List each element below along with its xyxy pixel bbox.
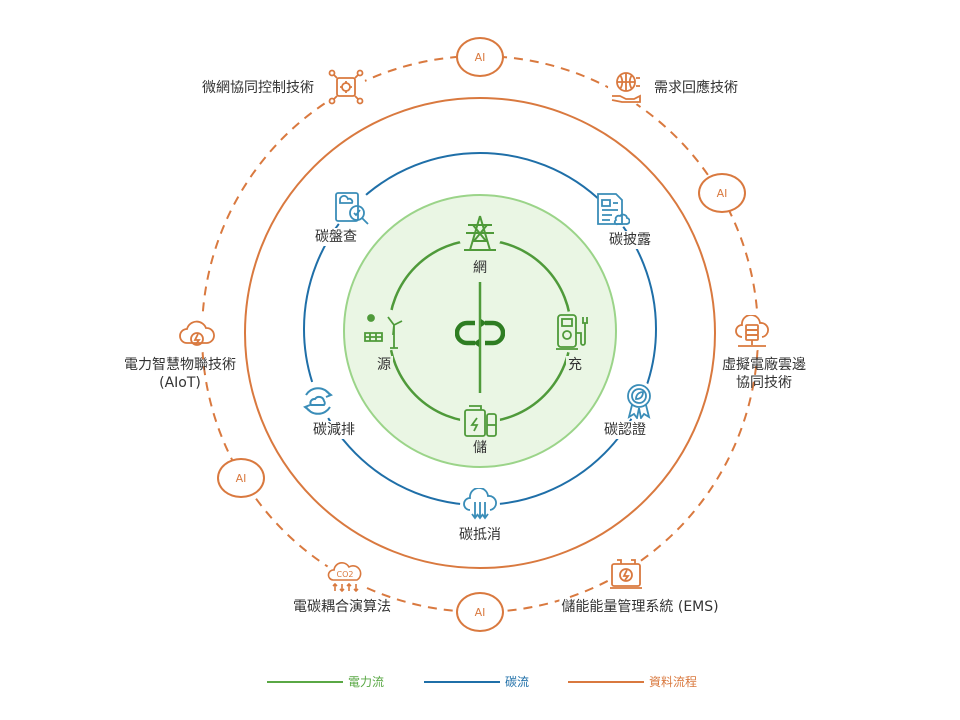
carbon-certification-icon <box>622 381 656 421</box>
ai-badge: AI <box>217 458 265 498</box>
aiot-label: 電力智慧物聯技術(AIoT) <box>124 357 236 391</box>
legend-carbon-line <box>424 680 500 683</box>
microgrid-control-icon <box>326 67 366 107</box>
carbon-disclosure-label: 碳披露 <box>607 231 653 249</box>
carbon-offset-label: 碳抵消 <box>457 526 503 544</box>
solar-wind-icon <box>362 309 408 351</box>
carbon-offset-icon <box>460 486 500 524</box>
carbon-certification-label: 碳認證 <box>602 421 648 439</box>
demand-response-icon <box>608 68 644 108</box>
microgrid-control-label: 微網協同控制技術 <box>202 80 314 96</box>
co2-text: CO2 <box>337 570 354 579</box>
legend-power-line <box>267 680 343 683</box>
ai-badge: AI <box>456 592 504 632</box>
cycle-icon <box>455 318 505 348</box>
battery-storage-icon <box>460 400 500 440</box>
carbon-inventory-label: 碳盤查 <box>313 228 359 246</box>
battery-ems-icon <box>607 556 645 592</box>
legend-data-label: 資料流程 <box>649 675 698 689</box>
carbon-disclosure-icon <box>594 190 632 230</box>
legend-power-label: 電力流 <box>348 675 385 689</box>
legend-power: 電力流 <box>267 673 384 690</box>
electric-carbon-coupling-label: 電碳耦合演算法 <box>291 598 393 616</box>
legend-carbon: 碳流 <box>424 673 529 690</box>
cloud-server-icon <box>732 313 772 351</box>
carbon-reduction-icon <box>298 381 338 421</box>
carbon-reduction-label: 碳減排 <box>311 421 357 439</box>
ai-badge: AI <box>456 37 504 77</box>
ai-badge: AI <box>698 173 746 213</box>
cloud-power-icon <box>177 317 217 353</box>
vpp-label: 虛擬電廠雲邊協同技術 <box>722 357 806 391</box>
power-tower-icon <box>458 211 502 255</box>
source-label: 源 <box>375 356 393 374</box>
legend-data: 資料流程 <box>568 673 697 690</box>
carbon-inventory-icon <box>332 189 372 229</box>
demand-response-label: 需求回應技術 <box>654 80 738 96</box>
ems-label: 儲能能量管理系統 (EMS) <box>559 598 721 616</box>
co2-cloud-icon: CO2 <box>324 558 366 596</box>
charge-label: 充 <box>566 356 584 374</box>
storage-label: 儲 <box>471 439 489 457</box>
charging-station-icon <box>553 311 593 353</box>
legend-data-line <box>568 680 644 683</box>
legend-carbon-label: 碳流 <box>505 675 530 689</box>
data-flow-ring <box>244 97 716 569</box>
grid-label: 網 <box>471 259 489 277</box>
